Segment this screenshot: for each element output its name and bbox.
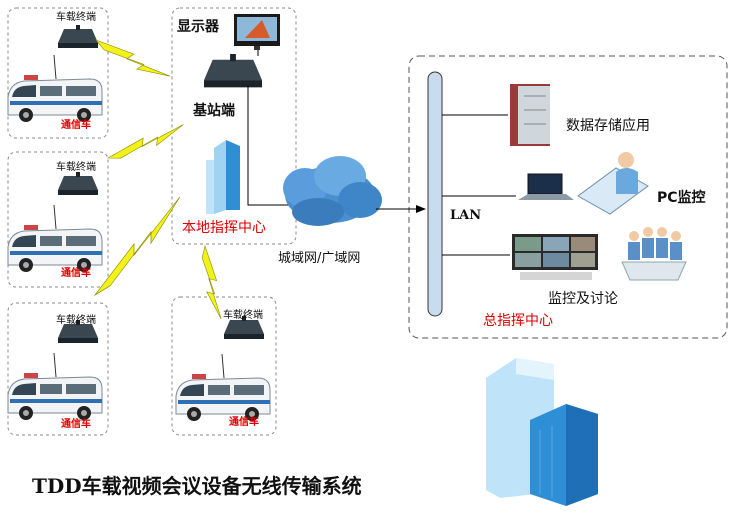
- vehicle-box-3: [7, 302, 109, 436]
- vehicle-terminal-label: 车载终端: [56, 12, 96, 23]
- van-icon: [175, 353, 271, 422]
- lan-bus: [427, 71, 443, 317]
- van-icon: [7, 204, 103, 273]
- network-label: 城域网/广域网: [278, 251, 361, 266]
- comm-vehicle-label: 通信车: [61, 268, 91, 279]
- terminal-box-icon: [58, 25, 98, 48]
- data-storage-label: 数据存储应用: [566, 118, 650, 134]
- building-icon: [486, 358, 598, 506]
- base-station-label: 基站端: [193, 103, 235, 119]
- central-command-box: [408, 55, 728, 339]
- pc-monitor-label: PC监控: [657, 190, 706, 206]
- server-icon: [510, 84, 550, 146]
- lightning-icon: [91, 39, 175, 77]
- building-icon: [206, 140, 240, 214]
- vehicle-box-4: [171, 296, 277, 436]
- van-icon: [7, 352, 103, 421]
- vehicle-terminal-label: 车载终端: [56, 315, 96, 326]
- terminal-box-icon: [58, 172, 98, 195]
- comm-vehicle-label: 通信车: [61, 120, 91, 131]
- comm-vehicle-label: 通信车: [229, 417, 259, 428]
- vehicle-terminal-label: 车载终端: [56, 162, 96, 173]
- video-wall-icon: [512, 234, 598, 280]
- terminal-box-icon: [204, 54, 262, 88]
- lan-label: LAN: [450, 208, 482, 223]
- laptop-icon: [518, 173, 574, 200]
- meeting-icon: [621, 227, 687, 281]
- display-label: 显示器: [177, 19, 219, 35]
- lightning-icon: [187, 245, 240, 320]
- van-icon: [7, 54, 103, 123]
- vehicle-box-1: [7, 7, 109, 139]
- page-title: TDD车载视频会议设备无线传输系统: [32, 474, 362, 498]
- local-command-label: 本地指挥中心: [182, 220, 266, 236]
- central-command-label: 总指挥中心: [483, 313, 553, 329]
- monitor-discuss-label: 监控及讨论: [548, 291, 618, 307]
- vehicle-box-2: [7, 151, 109, 288]
- local-command-box: [171, 7, 297, 245]
- vehicle-terminal-label: 车载终端: [223, 310, 263, 321]
- monitor-icon: [234, 14, 280, 50]
- comm-vehicle-label: 通信车: [61, 419, 91, 430]
- cloud-icon: [283, 156, 382, 226]
- pc-operator-icon: [577, 152, 649, 215]
